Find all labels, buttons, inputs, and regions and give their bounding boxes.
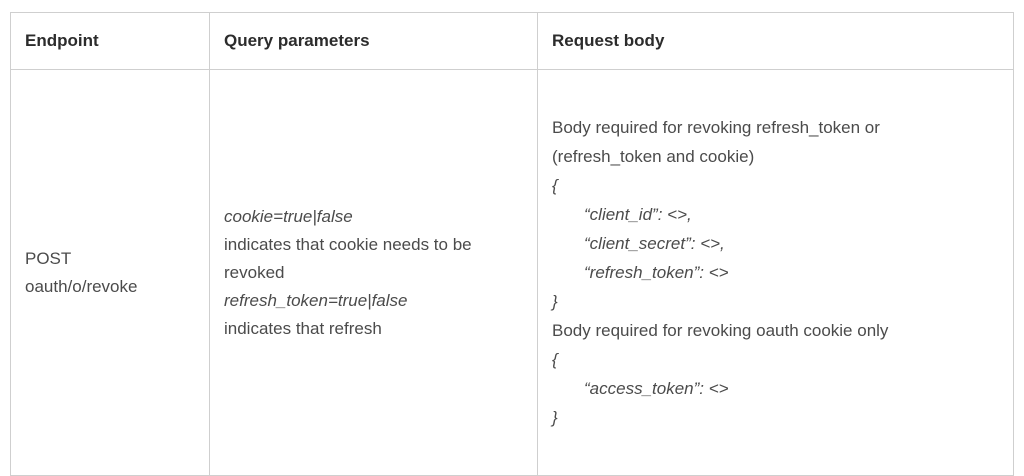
query-parameters-cell: cookie=true|false indicates that cookie n…: [209, 69, 538, 476]
api-endpoints-table: Endpoint Query parameters Request body P…: [10, 12, 1014, 476]
text-line: {: [552, 176, 558, 195]
text-line: “client_id”: <>,: [584, 205, 692, 224]
text-line: indicates that cookie needs to be: [224, 234, 472, 254]
text-line: revoked: [224, 262, 285, 282]
table-header-row: Endpoint Query parameters Request body: [10, 12, 1014, 70]
text-line: “refresh_token”: <>: [584, 263, 729, 282]
text-line: oauth/o/revoke: [25, 276, 138, 296]
request-body-cell: Body required for revoking refresh_token…: [537, 69, 1014, 476]
text-line: }: [552, 408, 558, 427]
text-line: refresh_token=true|false: [224, 290, 408, 310]
text-line: }: [552, 292, 558, 311]
text-line: Body required for revoking oauth cookie …: [552, 321, 889, 340]
column-header-query-parameters: Query parameters: [209, 12, 538, 70]
table-body: POST oauth/o/revoke cookie=true|false indi…: [10, 69, 1014, 476]
text-line: “access_token”: <>: [584, 379, 729, 398]
text-line: POST: [25, 248, 72, 268]
table-row: POST oauth/o/revoke cookie=true|false indi…: [10, 69, 1014, 476]
text-line: (refresh_token and cookie): [552, 147, 755, 166]
text-line: “client_secret”: <>,: [584, 234, 725, 253]
endpoint-cell: POST oauth/o/revoke: [10, 69, 210, 476]
text-line: Body required for revoking refresh_token…: [552, 118, 880, 137]
text-line: {: [552, 350, 558, 369]
column-header-endpoint: Endpoint: [10, 12, 210, 70]
column-header-request-body: Request body: [537, 12, 1014, 70]
text-line: indicates that refresh: [224, 318, 382, 338]
text-line: cookie=true|false: [224, 206, 353, 226]
